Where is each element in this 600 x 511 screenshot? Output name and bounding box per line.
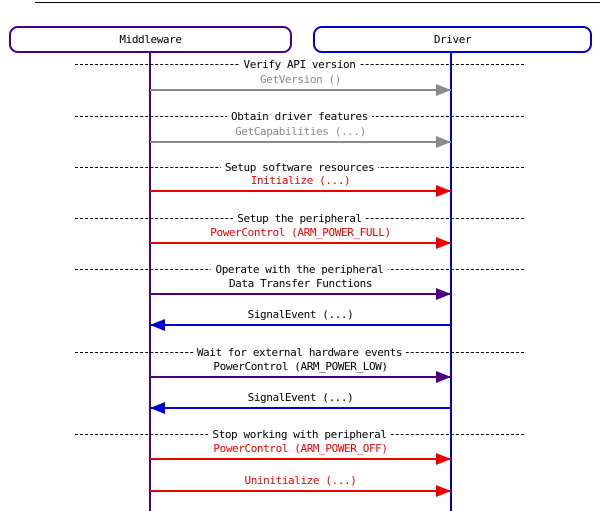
participant-middleware-label: Middleware — [119, 33, 182, 46]
message-line — [150, 89, 451, 91]
message-label: PowerControl (ARM_POWER_LOW) — [213, 360, 388, 373]
message-line — [150, 376, 451, 378]
arrowhead-icon — [436, 485, 451, 497]
arrowhead-icon — [150, 402, 165, 414]
section-divider-label: Operate with the peripheral — [75, 262, 524, 277]
arrowhead-icon — [436, 371, 451, 383]
participant-middleware: Middleware — [9, 26, 292, 53]
message-label: Uninitialize (...) — [244, 474, 357, 487]
message-line — [150, 458, 451, 460]
arrowhead-icon — [436, 288, 451, 300]
section-divider: Obtain driver features — [75, 110, 524, 123]
section-divider-label: Wait for external hardware events — [75, 345, 524, 360]
message-label: PowerControl (ARM_POWER_OFF) — [213, 442, 388, 455]
message-label: GetVersion () — [260, 73, 341, 86]
section-divider-label: Setup the peripheral — [75, 211, 524, 226]
arrowhead-icon — [436, 453, 451, 465]
top-border-line — [35, 2, 600, 3]
message-label: Initialize (...) — [250, 174, 351, 187]
lifeline-driver — [450, 52, 452, 511]
arrowhead-icon — [436, 84, 451, 96]
message-line — [150, 190, 451, 192]
section-divider: Verify API version — [75, 58, 524, 71]
participant-driver-label: Driver — [433, 33, 472, 46]
section-divider: Wait for external hardware events — [75, 346, 524, 359]
section-divider: Operate with the peripheral — [75, 263, 524, 276]
section-divider-label: Verify API version — [75, 57, 524, 72]
message-label: SignalEvent (...) — [247, 308, 354, 321]
section-divider: Setup software resources — [75, 161, 524, 174]
message-label: PowerControl (ARM_POWER_FULL) — [210, 226, 391, 239]
arrowhead-icon — [436, 185, 451, 197]
message-line — [150, 141, 451, 143]
section-divider: Stop working with peripheral — [75, 428, 524, 441]
message-line — [150, 293, 451, 295]
arrowhead-icon — [436, 136, 451, 148]
participant-driver: Driver — [313, 26, 592, 53]
lifeline-middleware — [149, 52, 151, 511]
message-label: Data Transfer Functions — [228, 277, 373, 290]
message-line — [150, 242, 451, 244]
arrowhead-icon — [150, 319, 165, 331]
arrowhead-icon — [436, 237, 451, 249]
section-divider-label: Stop working with peripheral — [75, 427, 524, 442]
section-divider-label: Setup software resources — [75, 160, 524, 175]
message-line — [150, 324, 451, 326]
message-label: GetCapabilities (...) — [235, 125, 366, 138]
section-divider: Setup the peripheral — [75, 212, 524, 225]
message-line — [150, 490, 451, 492]
message-line — [150, 407, 451, 409]
message-label: SignalEvent (...) — [247, 391, 354, 404]
section-divider-label: Obtain driver features — [75, 109, 524, 124]
